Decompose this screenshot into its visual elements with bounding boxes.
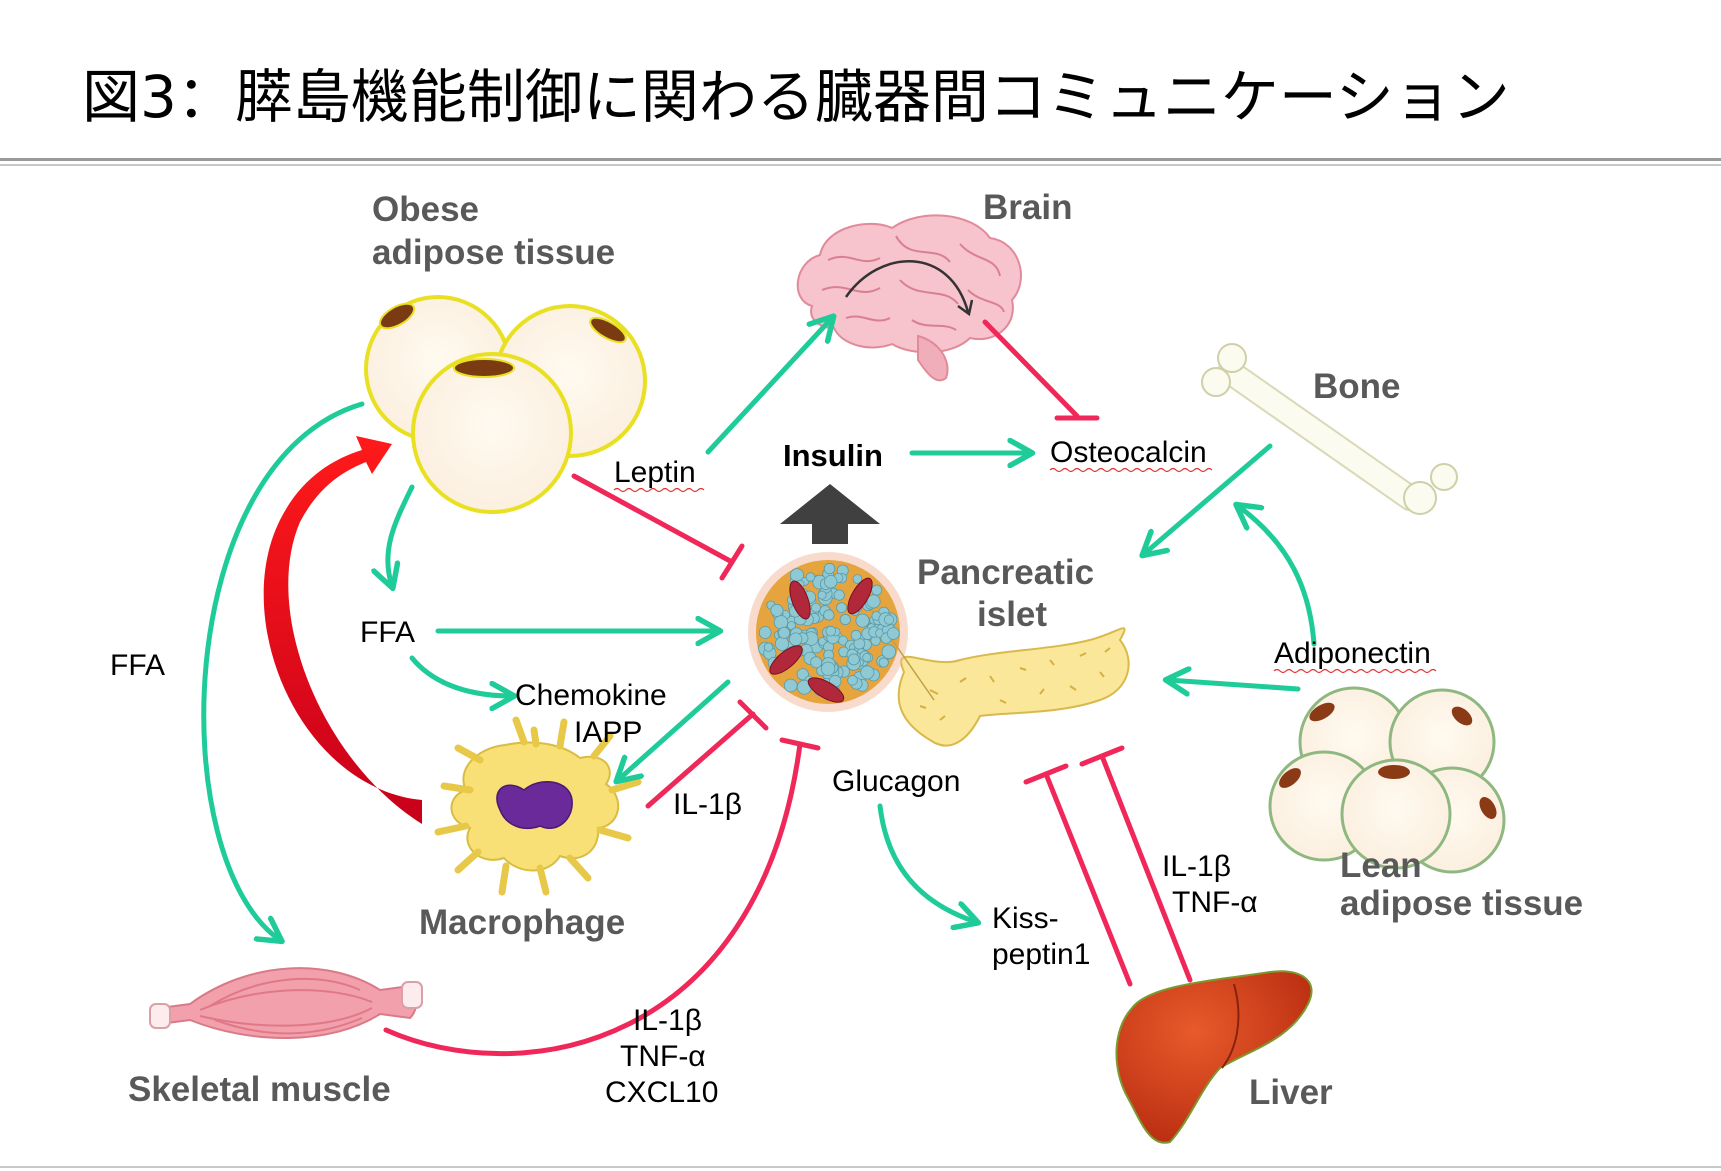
macrophage-illustration: [434, 716, 642, 896]
title-divider-bottom: [0, 164, 1721, 166]
label-pancreatic-islet-1: Pancreatic: [917, 553, 1094, 592]
label-osteocalcin: Osteocalcin: [1050, 436, 1207, 469]
title-divider-top: [0, 158, 1721, 161]
label-adiponectin: Adiponectin: [1274, 637, 1431, 670]
label-iapp: IAPP: [574, 716, 642, 749]
arrow-islet-to-macrophage: [618, 679, 731, 780]
bottom-divider: [0, 1166, 1721, 1168]
arrow-adipose-to-muscle: [201, 401, 365, 940]
spellcheck-underline-osteocalcin: [1049, 467, 1213, 473]
label-chemokine: Chemokine: [515, 679, 667, 712]
label-macrophage: Macrophage: [419, 903, 625, 942]
inhibit-liver-to-pancreas-right: [1079, 745, 1193, 983]
arrow-ffa-to-chemokine: [409, 655, 512, 696]
inhibit-macrophage-to-islet: [645, 699, 769, 809]
inhibit-muscle-to-islet: [383, 737, 821, 1057]
arrow-glucagon-to-kisspeptin: [877, 803, 976, 922]
inhibit-brain-to-osteocalcin: [982, 319, 1100, 421]
label-liver: Liver: [1249, 1073, 1333, 1112]
lean-adipose-illustration: [1268, 686, 1506, 874]
brain-illustration: [796, 214, 1022, 382]
label-bone: Bone: [1313, 367, 1401, 406]
label-liver-il1b: IL-1β: [1162, 850, 1231, 883]
spellcheck-underline-leptin: [613, 487, 705, 493]
inhibit-adipose-to-islet: [571, 473, 745, 581]
label-lean-adipose-1: Lean: [1340, 846, 1422, 885]
label-muscle-cxcl10: CXCL10: [605, 1076, 718, 1109]
liver-illustration: [1115, 970, 1313, 1144]
arrow-leptin-to-brain: [705, 318, 832, 455]
label-liver-tnfa: TNF-α: [1172, 886, 1258, 919]
inhibit-liver-to-pancreas-left: [1023, 763, 1133, 987]
label-kisspeptin-2: peptin1: [992, 938, 1090, 971]
label-obese-adipose-2: adipose tissue: [372, 233, 615, 272]
skeletal-muscle-illustration: [149, 967, 423, 1040]
label-kisspeptin-1: Kiss-: [992, 902, 1059, 935]
label-insulin: Insulin: [783, 438, 883, 473]
label-glucagon: Glucagon: [832, 765, 960, 798]
bone-illustration: [1201, 343, 1458, 515]
label-brain: Brain: [983, 188, 1072, 227]
arrow-adipose-to-ffa: [388, 484, 415, 586]
feedback-arrow-macrophage-to-adipose: [263, 436, 422, 824]
label-muscle-tnfa: TNF-α: [620, 1040, 706, 1073]
arrow-bone-to-islet: [1144, 443, 1273, 554]
label-il1b-macrophage: IL-1β: [673, 788, 742, 821]
insulin-secretion-arrow: [780, 484, 880, 544]
arrow-lean-adipose-to-pancreas: [1168, 680, 1301, 689]
label-skeletal-muscle: Skeletal muscle: [128, 1070, 391, 1109]
spellcheck-underline-adiponectin: [1273, 668, 1437, 674]
label-pancreatic-islet-2: islet: [977, 595, 1047, 634]
label-ffa-inner: FFA: [360, 616, 415, 649]
label-leptin: Leptin: [614, 456, 696, 489]
page-title: 図3：膵島機能制御に関わる臓器間コミュニケーション: [82, 63, 1510, 131]
pancreatic-islet-illustration: [748, 552, 935, 712]
obese-adipose-illustration: [364, 295, 647, 514]
label-ffa-outer: FFA: [110, 649, 165, 682]
label-muscle-il1b: IL-1β: [633, 1004, 702, 1037]
label-lean-adipose-2: adipose tissue: [1340, 884, 1583, 923]
pancreas-illustration: [897, 627, 1130, 747]
arrow-adiponectin-to-bone: [1238, 506, 1317, 647]
label-obese-adipose-1: Obese: [372, 190, 479, 229]
